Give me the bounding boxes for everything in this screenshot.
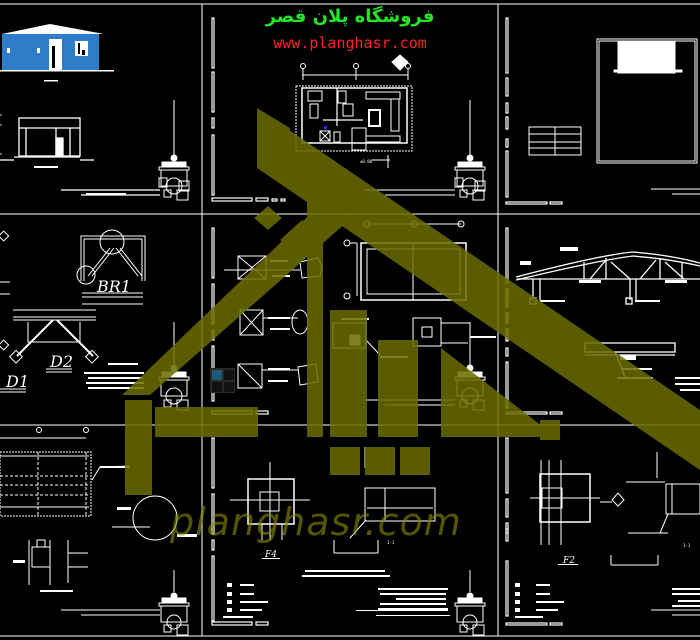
- logo-window-icon: [210, 368, 235, 393]
- foundation-notes: [13, 466, 197, 592]
- detail-label-d2: D2: [49, 352, 73, 371]
- watermark-url: planghasr.com: [170, 500, 462, 544]
- svg-text:⌂: ⌂: [0, 122, 3, 127]
- brand-name-persian: فروشگاه پلان قصر: [265, 6, 435, 27]
- sheet-site-plan[interactable]: [528, 38, 700, 195]
- watermark-logo: [122, 108, 700, 495]
- sheet-foundation-plan[interactable]: [0, 427, 178, 616]
- section-label-f4: 1-1: [387, 540, 395, 545]
- plan-level-label: ±0.00: [360, 159, 373, 164]
- svg-text:⌂: ⌂: [0, 112, 3, 117]
- section-label-f2: 1-1: [683, 543, 691, 548]
- detail-label-br1: BR1: [96, 277, 131, 296]
- detail-label-f4: F4: [264, 550, 277, 560]
- detail-label-f2: F2: [562, 556, 575, 566]
- sheet-floor-plan[interactable]: [295, 54, 413, 168]
- detail-label-d1: D1: [5, 372, 29, 391]
- sheet-bracing[interactable]: [0, 229, 146, 393]
- bracing-notes: [84, 363, 144, 389]
- facade-roof: [2, 24, 104, 34]
- sheet-elevation[interactable]: ⌂ ⌂ ⌂: [0, 24, 160, 196]
- sheet-borders: [211, 17, 563, 626]
- f4-legend: [223, 570, 450, 618]
- sheet-footing-f2[interactable]: [530, 452, 700, 616]
- svg-text:⌂: ⌂: [0, 151, 3, 156]
- brand-url[interactable]: www.planghasr.com: [273, 34, 427, 52]
- f2-legend: [515, 583, 700, 618]
